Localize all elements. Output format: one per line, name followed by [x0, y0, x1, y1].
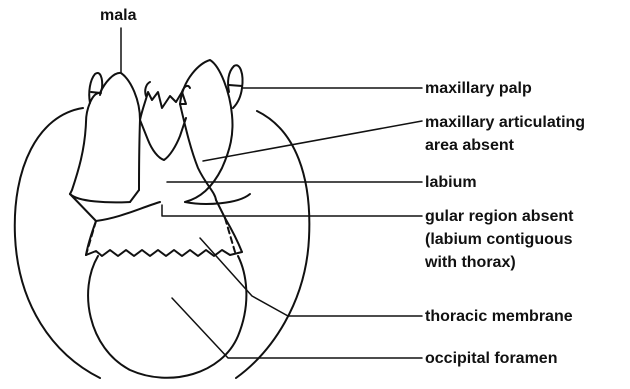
- left-mala: [70, 93, 100, 194]
- label-labium: labium: [425, 173, 477, 192]
- leader-gular-region: [162, 205, 422, 216]
- label-maxillary-articulating-area-line-2: area absent: [425, 136, 514, 155]
- membrane-cut-line: [86, 250, 242, 256]
- label-maxillary-palp: maxillary palp: [425, 79, 532, 98]
- label-occipital-foramen: occipital foramen: [425, 349, 557, 368]
- label-gular-region-line-2: (labium contiguous: [425, 230, 573, 249]
- label-thoracic-membrane: thoracic membrane: [425, 307, 573, 326]
- labium-plate: [140, 118, 186, 160]
- label-maxillary-articulating-area-line-1: maxillary articulating: [425, 113, 585, 132]
- label-mala: mala: [100, 6, 136, 25]
- label-gular-region-line-1: gular region absent: [425, 207, 573, 226]
- label-gular-region-line-3: with thorax): [425, 253, 516, 272]
- occipital-foramen-outline: [88, 256, 246, 378]
- head-capsule-right: [236, 111, 309, 378]
- leader-occipital-foramen: [172, 298, 422, 358]
- head-capsule-left: [15, 108, 100, 378]
- left-membrane-edge: [86, 221, 96, 255]
- left-mala-tip: [100, 73, 140, 190]
- left-maxilla-base: [70, 194, 130, 202]
- leader-maxillary-articulating-area: [203, 121, 422, 161]
- left-maxilla-body: [70, 190, 139, 221]
- labium-bottom-edge: [96, 202, 160, 221]
